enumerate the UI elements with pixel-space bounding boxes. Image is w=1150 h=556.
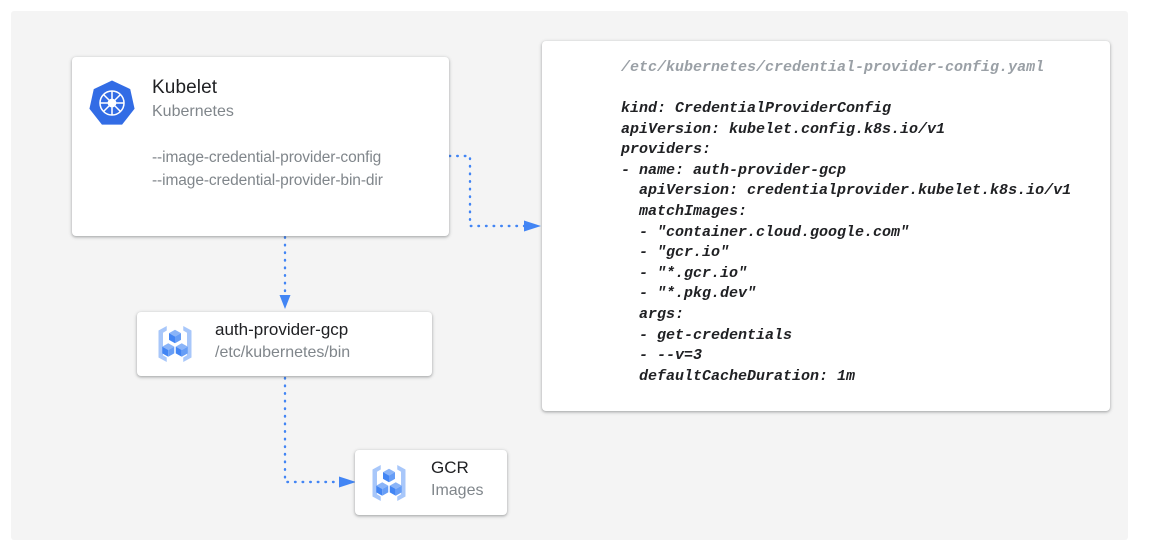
yaml-filename-label: /etc/kubernetes/credential-provider-conf…	[621, 59, 1045, 76]
kubernetes-logo-icon	[89, 80, 135, 125]
auth-provider-gcp-card[interactable]: auth-provider-gcp /etc/kubernetes/bin	[137, 312, 432, 376]
kubelet-card[interactable]: Kubelet Kubernetes --image-credential-pr…	[72, 57, 449, 236]
credential-provider-config-panel: /etc/kubernetes/credential-provider-conf…	[542, 41, 1110, 411]
auth-provider-card-subtitle: /etc/kubernetes/bin	[215, 344, 351, 361]
kubelet-flag-config: --image-credential-provider-config	[152, 149, 382, 166]
kubelet-flag-bin-dir: --image-credential-provider-bin-dir	[152, 172, 383, 189]
gcr-card[interactable]: GCR Images	[355, 450, 507, 515]
yaml-code-block: kind: CredentialProviderConfig apiVersio…	[621, 100, 1072, 385]
kubelet-card-title: Kubelet	[152, 77, 218, 98]
kubelet-card-subtitle: Kubernetes	[152, 103, 234, 120]
gcr-card-title: GCR	[431, 458, 469, 477]
auth-provider-card-title: auth-provider-gcp	[215, 320, 349, 339]
gcr-card-subtitle: Images	[431, 482, 484, 499]
container-registry-icon	[372, 465, 406, 501]
container-registry-icon	[158, 326, 192, 362]
